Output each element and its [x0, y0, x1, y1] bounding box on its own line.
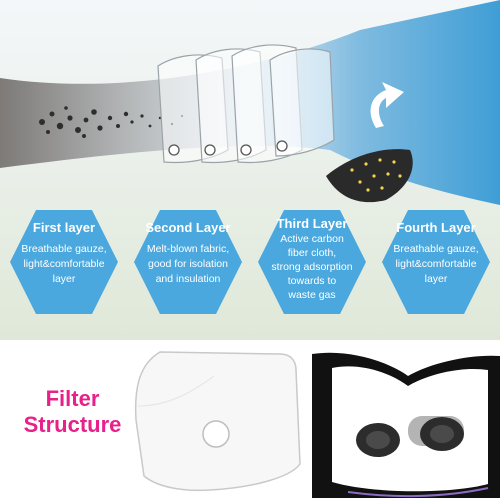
filter-sheets: [157, 44, 335, 164]
hexagon-card-icon: [382, 210, 490, 314]
desc-line: waste gas: [288, 289, 336, 301]
layer-title: Third Layer: [276, 216, 348, 231]
desc-line: Active carbon: [280, 233, 344, 245]
desc-line: layer: [52, 273, 76, 285]
layer-card-4: Fourth Layer Breathable gauze, light&com…: [380, 206, 492, 318]
layer-title: Second Layer: [145, 220, 231, 235]
layer-description: Active carbon fiber cloth, strong adsorp…: [264, 232, 360, 302]
layer-description: Melt-blown fabric, good for isolation an…: [140, 242, 236, 287]
filter-structure-caption: Filter Structure: [0, 386, 145, 438]
filter-pad-icon: [134, 351, 301, 492]
smoke-particles: [39, 106, 183, 138]
airflow-scene: First layer Breathable gauze, light&comf…: [0, 0, 500, 340]
layer-description: Breathable gauze, light&comfortable laye…: [16, 242, 112, 287]
desc-line: Melt-blown fabric,: [146, 243, 230, 255]
desc-line: Breathable gauze,: [21, 243, 107, 255]
caption-line-2: Structure: [23, 412, 122, 437]
hexagon-card-icon: [134, 210, 242, 314]
hexagon-card-icon: [10, 210, 118, 314]
desc-line: Breathable gauze,: [393, 243, 479, 255]
curved-arrow-icon: [370, 82, 404, 128]
desc-line: layer: [424, 273, 448, 285]
desc-line: and insulation: [155, 273, 221, 285]
layer-title: Fourth Layer: [396, 220, 476, 235]
desc-line: light&comfortable: [23, 258, 105, 270]
layer-card-1: First layer Breathable gauze, light&comf…: [8, 206, 120, 318]
desc-line: strong adsorption: [271, 261, 353, 273]
layer-card-3: Third Layer Active carbon fiber cloth, s…: [256, 206, 368, 318]
desc-line: fiber cloth,: [287, 247, 337, 259]
hexagon-card-icon: [258, 210, 366, 314]
mask-icon: [312, 352, 500, 498]
layer-description: Breathable gauze, light&comfortable laye…: [388, 242, 484, 287]
desc-line: light&comfortable: [395, 258, 477, 270]
caption-line-1: Filter: [45, 386, 100, 411]
desc-line: good for isolation: [148, 258, 228, 270]
desc-line: towards to: [287, 275, 337, 287]
layer-title: First layer: [32, 220, 96, 235]
carbon-mesh-fragment: [326, 149, 413, 203]
valve-holes: [168, 140, 288, 156]
layer-card-2: Second Layer Melt-blown fabric, good for…: [132, 206, 244, 318]
